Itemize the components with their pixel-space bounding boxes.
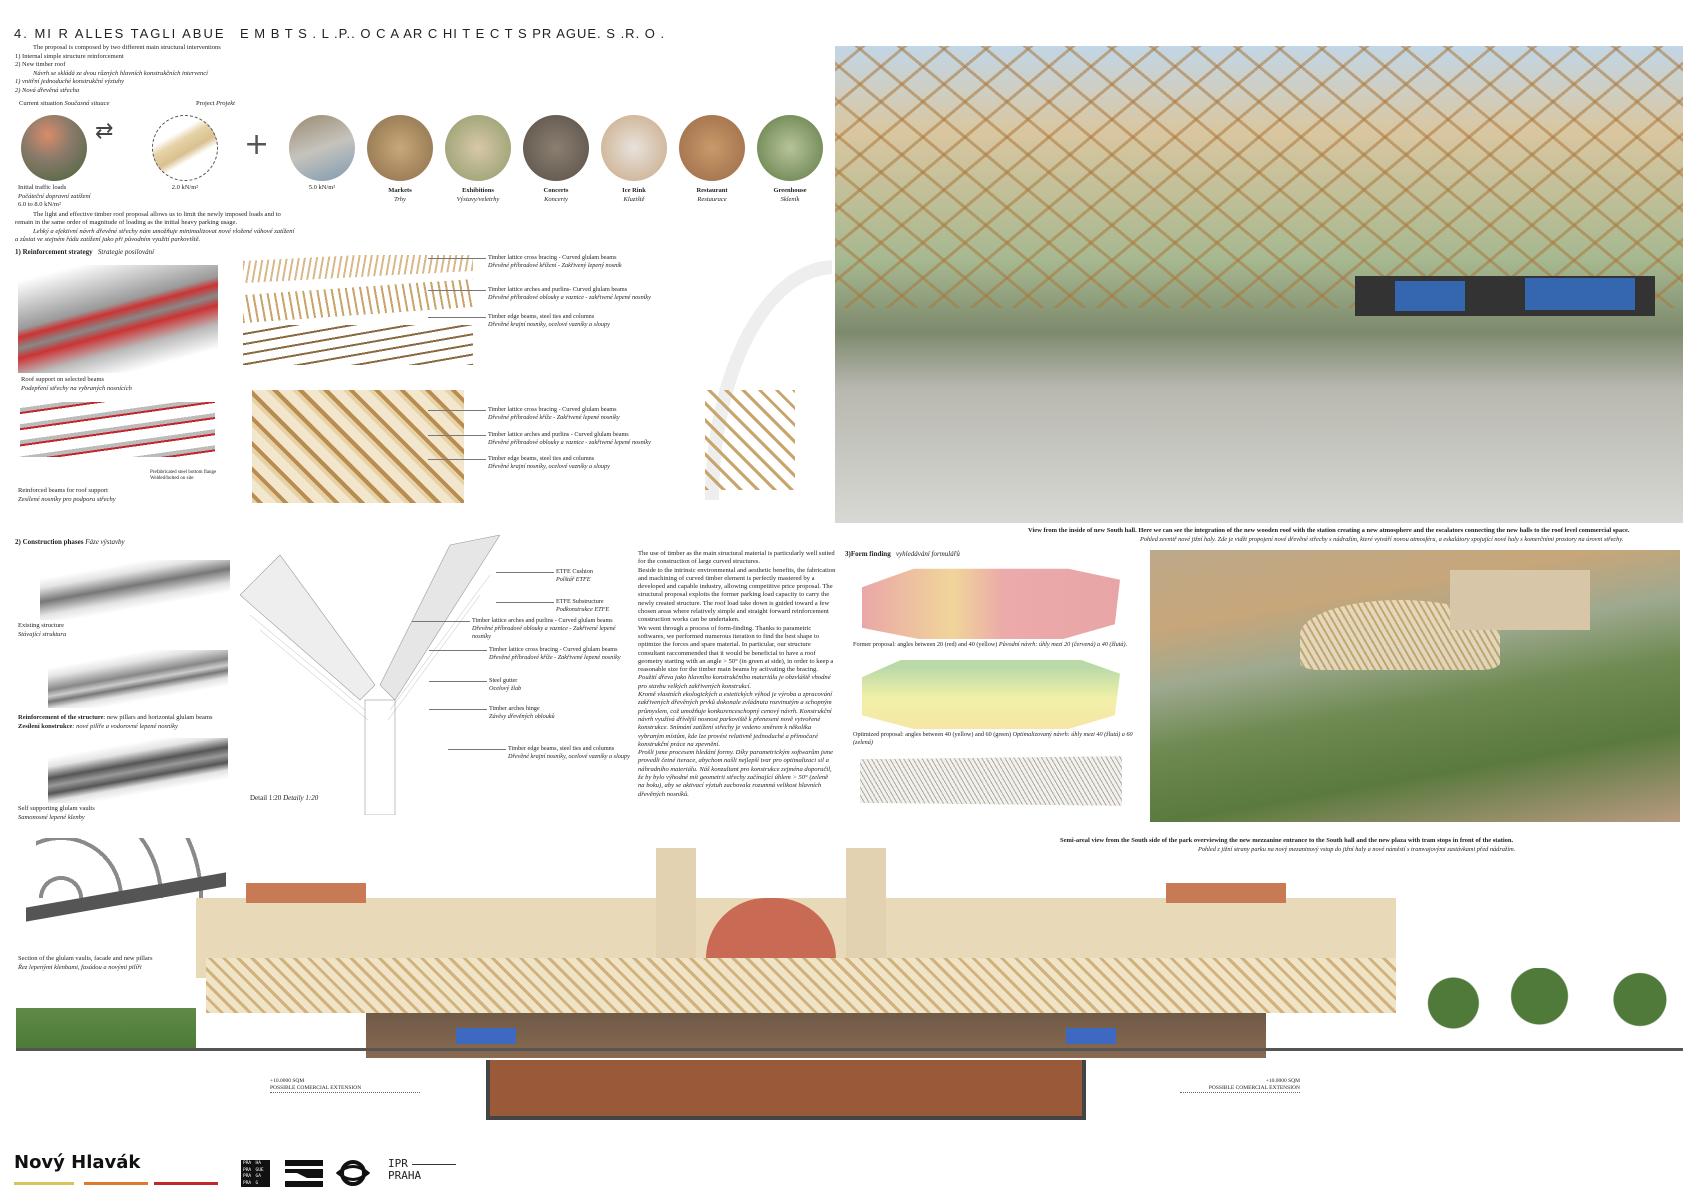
optimized-mesh-diagram	[860, 756, 1122, 806]
south-hall-interior-render	[835, 46, 1683, 523]
intro-item-2-cz: 2) Nová dřevěná střecha	[15, 86, 80, 94]
phase-2-render	[48, 650, 228, 708]
markets-photo	[367, 115, 433, 181]
optimized-proposal-caption: Optimized proposal: angles between 40 (y…	[853, 731, 1133, 746]
concerts-photo	[523, 115, 589, 181]
intro-item-1-cz: 1) vnitřní jednoduché konstrukční výztuh…	[15, 78, 125, 85]
phase-1-render	[40, 560, 230, 620]
exploded-label-3: Timber edge beams, steel ties and column…	[428, 313, 610, 328]
former-proposal-caption: Former proposal: angles between 20 (red)…	[853, 641, 1128, 648]
phase-3-render	[48, 738, 228, 803]
intro-item-2: 2) New timber roof	[15, 61, 66, 68]
exploded-label-2: Timber lattice arches and purlins- Curve…	[428, 286, 651, 301]
lattice-label-1: Timber lattice cross bracing - Curved gl…	[428, 406, 620, 421]
greenhouse-photo	[757, 115, 823, 181]
hero-caption: View from the inside of new South hall. …	[1028, 527, 1630, 534]
former-proposal-diagram	[862, 568, 1120, 639]
aerial-caption: Semi-areal view from the South side of t…	[1060, 837, 1514, 844]
detail-label-edge-beams: Timber edge beams, steel ties and column…	[448, 745, 634, 761]
ice-rink-photo	[601, 115, 667, 181]
plus-icon: +	[244, 127, 270, 162]
glulam-vault-section-render	[16, 830, 226, 930]
form-finding-heading: 3)Form finding vyhledávání formulářů	[845, 550, 960, 558]
aerial-park-render	[1150, 550, 1680, 822]
detail-drawing	[240, 535, 500, 815]
timber-roof-icon	[152, 115, 218, 181]
loads-paragraph: The light and effective timber roof prop…	[15, 211, 295, 243]
exploded-roof-axonometric	[243, 255, 483, 377]
hero-caption-cz: Pohled zevnitř nové jižní haly. Zde je v…	[1140, 536, 1624, 543]
aerial-caption-cz: Pohled z jižní strany parku na nový meza…	[1198, 846, 1516, 853]
lattice-label-2: Timber lattice arches and purlins - Curv…	[428, 431, 651, 446]
railway-logo	[285, 1160, 323, 1187]
roof-support-render	[18, 265, 218, 373]
brand-bar-red	[154, 1182, 218, 1185]
section-caption: Section of the glulam vaults, facade and…	[18, 955, 153, 971]
exhibitions-photo	[445, 115, 511, 181]
station-elevation-section	[16, 838, 1683, 1130]
intro-lead-cz: Návrh se skládá ze dvou různých hlavních…	[33, 69, 208, 77]
title-left: 4. MI R ALLES TAGLI ABUE	[14, 26, 226, 41]
ipr-logo-line	[412, 1164, 456, 1165]
roof-load-value: 2.0 kN/m²	[171, 184, 199, 191]
arch-section-render	[695, 240, 832, 520]
brand-bar-yellow	[14, 1182, 74, 1185]
brand-bar-orange	[84, 1182, 148, 1185]
intro-text: The proposal is composed by two differen…	[15, 44, 275, 95]
exploded-label-1: Timber lattice cross bracing - Curved gl…	[428, 254, 622, 269]
title-right: E M B T S . L .P.. O C A AR C HI T E C T…	[240, 26, 666, 41]
reinforced-beams-render	[20, 402, 215, 457]
events-photo	[289, 115, 355, 181]
phase-2-label: Reinforcement of the structure: new pill…	[18, 714, 213, 730]
current-label: Current situation Současná situace	[19, 100, 110, 107]
lattice-label-3: Timber edge beams, steel ties and column…	[428, 455, 610, 470]
intro-lead: The proposal is composed by two differen…	[33, 44, 221, 51]
timber-lattice-render	[252, 390, 464, 503]
uses-load-value: 5.0 kN/m²	[308, 184, 336, 191]
timber-body-text: The use of timber as the main structural…	[638, 550, 836, 798]
reinforcement-heading: 1) Reinforcement strategy Strategie posi…	[15, 248, 155, 256]
brand-logo: Nový Hlavák	[14, 1152, 141, 1173]
swap-arrows-icon: ⇄	[95, 118, 114, 143]
current-situation-photo	[21, 115, 87, 181]
restaurant-photo	[679, 115, 745, 181]
optimized-proposal-diagram	[862, 660, 1120, 729]
project-label: Project Projekt	[196, 100, 235, 107]
detail-label-arches: Timber lattice arches and purlins - Curv…	[412, 617, 634, 641]
detail-title: Detail 1:20 Detaily 1:20	[250, 794, 319, 802]
phases-heading: 2) Construction phases Fáze výstavby	[15, 538, 125, 546]
detail-label-bracing: Timber lattice cross bracing - Curved gl…	[429, 646, 634, 662]
intro-item-1: 1) Internal simple structure reinforceme…	[15, 52, 124, 60]
transit-logo	[336, 1160, 370, 1186]
